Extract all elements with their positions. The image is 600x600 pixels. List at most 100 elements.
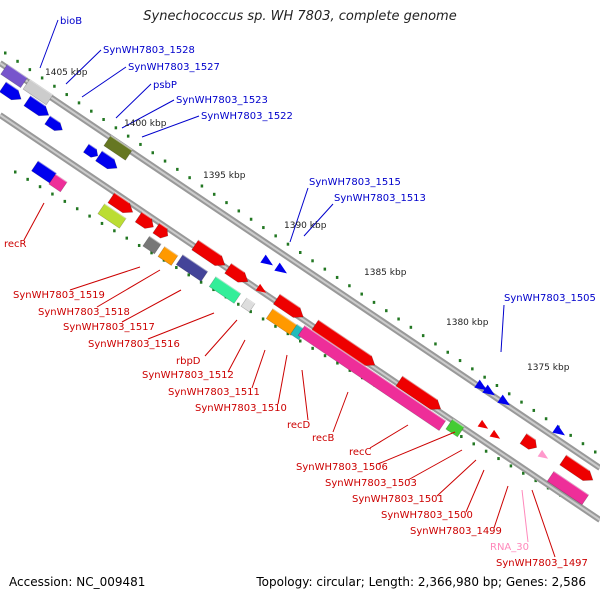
label-1499-leader bbox=[493, 485, 509, 529]
label-1501: SynWH7803_1501 bbox=[352, 494, 444, 505]
gene-features bbox=[0, 63, 597, 506]
gene-1517-grey[interactable] bbox=[142, 235, 162, 255]
gene-1506[interactable] bbox=[445, 418, 465, 438]
label-1527-leader bbox=[81, 66, 127, 98]
label-1511-leader bbox=[251, 349, 266, 389]
gene-1519[interactable] bbox=[107, 192, 136, 217]
kbp-marker: 1385 kbp bbox=[364, 268, 407, 278]
label-rbpD-leader bbox=[204, 319, 238, 357]
label-1519-leader bbox=[69, 266, 141, 291]
kbp-marker: 1380 kbp bbox=[446, 318, 489, 328]
label-1500-leader bbox=[465, 469, 485, 513]
gene-1527[interactable] bbox=[44, 115, 66, 134]
label-1516-leader bbox=[147, 312, 215, 340]
gene-psbP[interactable] bbox=[103, 135, 133, 161]
label-1527: SynWH7803_1527 bbox=[128, 62, 220, 73]
topology-text: Topology: circular; Length: 2,366,980 bp… bbox=[256, 575, 586, 589]
label-bioB-leader bbox=[39, 19, 59, 69]
gene-1512[interactable] bbox=[240, 297, 256, 313]
label-1528: SynWH7803_1528 bbox=[103, 45, 195, 56]
gene-1503[interactable] bbox=[477, 419, 491, 432]
gene-grey-1[interactable] bbox=[22, 78, 54, 106]
label-1505: SynWH7803_1505 bbox=[504, 293, 596, 304]
label-1515-leader bbox=[289, 187, 309, 243]
label-1510: SynWH7803_1510 bbox=[195, 403, 287, 414]
gene-rbpD[interactable] bbox=[208, 276, 242, 304]
gene-1500[interactable] bbox=[519, 432, 540, 453]
gene-recB[interactable] bbox=[297, 324, 447, 431]
gene-1505d[interactable] bbox=[552, 424, 567, 440]
label-recD-leader bbox=[301, 369, 309, 421]
map-title: Synechococcus sp. WH 7803, complete geno… bbox=[143, 9, 457, 24]
gene-1513[interactable] bbox=[274, 262, 289, 278]
label-psbP-leader bbox=[115, 83, 152, 119]
gene-1518b[interactable] bbox=[152, 222, 171, 241]
gene-1497[interactable] bbox=[546, 470, 590, 506]
label-psbP: psbP bbox=[153, 80, 177, 91]
label-1528-leader bbox=[65, 49, 102, 85]
label-recB: recB bbox=[312, 433, 335, 444]
gene-1515[interactable] bbox=[260, 254, 275, 270]
label-1501-leader bbox=[436, 459, 477, 497]
gene-1512-red[interactable] bbox=[224, 262, 252, 286]
label-rbpD: rbpD bbox=[176, 356, 201, 367]
gene-1505b[interactable] bbox=[482, 384, 497, 400]
gene-1518[interactable] bbox=[134, 211, 157, 232]
gene-bioB[interactable] bbox=[0, 81, 24, 104]
gene-1505a[interactable] bbox=[474, 379, 489, 395]
label-recD: recD bbox=[287, 420, 311, 431]
label-1499: SynWH7803_1499 bbox=[410, 526, 502, 537]
label-recC: recC bbox=[349, 447, 372, 458]
gene-RNA_30[interactable] bbox=[537, 449, 551, 462]
gene-1501[interactable] bbox=[489, 429, 503, 442]
gene-1510[interactable] bbox=[272, 293, 306, 322]
gene-recR-pink[interactable] bbox=[48, 173, 68, 193]
label-1515: SynWH7803_1515 bbox=[309, 177, 401, 188]
kbp-marker: 1405 kbp bbox=[45, 68, 88, 78]
label-recR: recR bbox=[4, 239, 27, 250]
label-bioB: bioB bbox=[60, 16, 82, 27]
tick-marks bbox=[4, 51, 597, 512]
gene-1499[interactable] bbox=[559, 454, 597, 485]
label-recB-leader bbox=[332, 391, 349, 433]
outer-tick-row bbox=[4, 51, 597, 454]
label-1511: SynWH7803_1511 bbox=[168, 387, 260, 398]
label-leader-lines bbox=[23, 19, 556, 558]
kbp-marker: 1400 kbp bbox=[124, 119, 167, 129]
gene-recD[interactable] bbox=[311, 319, 378, 370]
gene-1516b[interactable] bbox=[191, 239, 229, 270]
label-1512: SynWH7803_1512 bbox=[142, 370, 234, 381]
label-1500: SynWH7803_1500 bbox=[381, 510, 473, 521]
label-1518: SynWH7803_1518 bbox=[38, 307, 130, 318]
label-1517-leader bbox=[121, 289, 182, 323]
gene-1523[interactable] bbox=[82, 143, 100, 160]
label-1512-leader bbox=[227, 339, 246, 373]
accession-text: Accession: NC_009481 bbox=[9, 575, 146, 589]
gene-1505c[interactable] bbox=[497, 394, 512, 410]
gene-1517[interactable] bbox=[157, 245, 179, 266]
label-1510-leader bbox=[277, 354, 288, 405]
gene-recC[interactable] bbox=[395, 375, 444, 414]
gene-1516[interactable] bbox=[175, 254, 209, 282]
gene-1511-tri[interactable] bbox=[255, 283, 269, 296]
label-1523: SynWH7803_1523 bbox=[176, 95, 268, 106]
label-RNA_30: RNA_30 bbox=[490, 542, 529, 553]
label-1513: SynWH7803_1513 bbox=[334, 193, 426, 204]
label-1503: SynWH7803_1503 bbox=[325, 478, 417, 489]
gene-1519-lime[interactable] bbox=[97, 203, 127, 229]
label-RNA_30-leader bbox=[521, 489, 529, 543]
label-1497-leader bbox=[531, 489, 556, 558]
label-1506: SynWH7803_1506 bbox=[296, 462, 388, 473]
kbp-marker: 1375 kbp bbox=[527, 363, 570, 373]
label-1516: SynWH7803_1516 bbox=[88, 339, 180, 350]
gene-1522[interactable] bbox=[95, 150, 121, 173]
label-1523-leader bbox=[121, 99, 175, 129]
label-1518-leader bbox=[96, 269, 161, 308]
label-1497: SynWH7803_1497 bbox=[496, 558, 588, 569]
gene-1510-orange[interactable] bbox=[265, 308, 299, 336]
label-recR-leader bbox=[23, 202, 45, 241]
gene-1528[interactable] bbox=[23, 95, 52, 120]
gene-bioB-region[interactable] bbox=[0, 63, 28, 89]
